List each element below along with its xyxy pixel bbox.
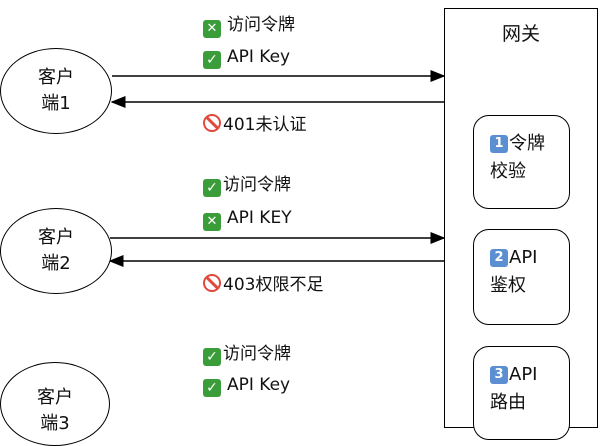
client-2-node: 客户 端2 <box>0 208 112 294</box>
client-2-request-token: ✓访问令牌 <box>203 174 291 197</box>
client-1-label-line2: 端1 <box>41 93 71 114</box>
connector-arrows <box>108 70 446 267</box>
check-mark-icon: ✓ <box>203 348 221 366</box>
client-2-response: 403权限不足 <box>203 274 323 296</box>
gateway-title: 网关 <box>501 23 540 45</box>
client-3-request-apikey: ✓API Key <box>203 374 290 397</box>
client-1-response: 401未认证 <box>203 114 306 136</box>
client-3-label-line1: 客户 <box>37 387 73 408</box>
client-3-request-token: ✓访问令牌 <box>203 343 291 366</box>
check-mark-icon: ✓ <box>203 179 221 197</box>
prohibited-icon <box>203 274 221 292</box>
client-1-request-token: ✕访问令牌 <box>203 14 295 38</box>
client-2-request-apikey: ✕API KEY <box>203 207 292 231</box>
number-1-icon: 1 <box>490 135 508 153</box>
client-1-label-line1: 客户 <box>38 67 74 88</box>
client-3-label-line2: 端3 <box>40 413 70 434</box>
client-2-label-line2: 端2 <box>41 253 71 274</box>
cross-mark-icon: ✕ <box>203 20 221 38</box>
client-2-label-line1: 客户 <box>38 227 74 248</box>
client-3-node: 客户 端3 <box>0 362 110 446</box>
check-mark-icon: ✓ <box>203 379 221 397</box>
check-mark-icon: ✓ <box>203 51 221 69</box>
client-1-request-apikey: ✓API Key <box>203 46 290 69</box>
cross-mark-icon: ✕ <box>203 213 221 231</box>
number-3-icon: 3 <box>490 366 508 384</box>
number-2-icon: 2 <box>490 249 508 267</box>
prohibited-icon <box>203 114 221 132</box>
client-1-node: 客户 端1 <box>0 48 112 134</box>
